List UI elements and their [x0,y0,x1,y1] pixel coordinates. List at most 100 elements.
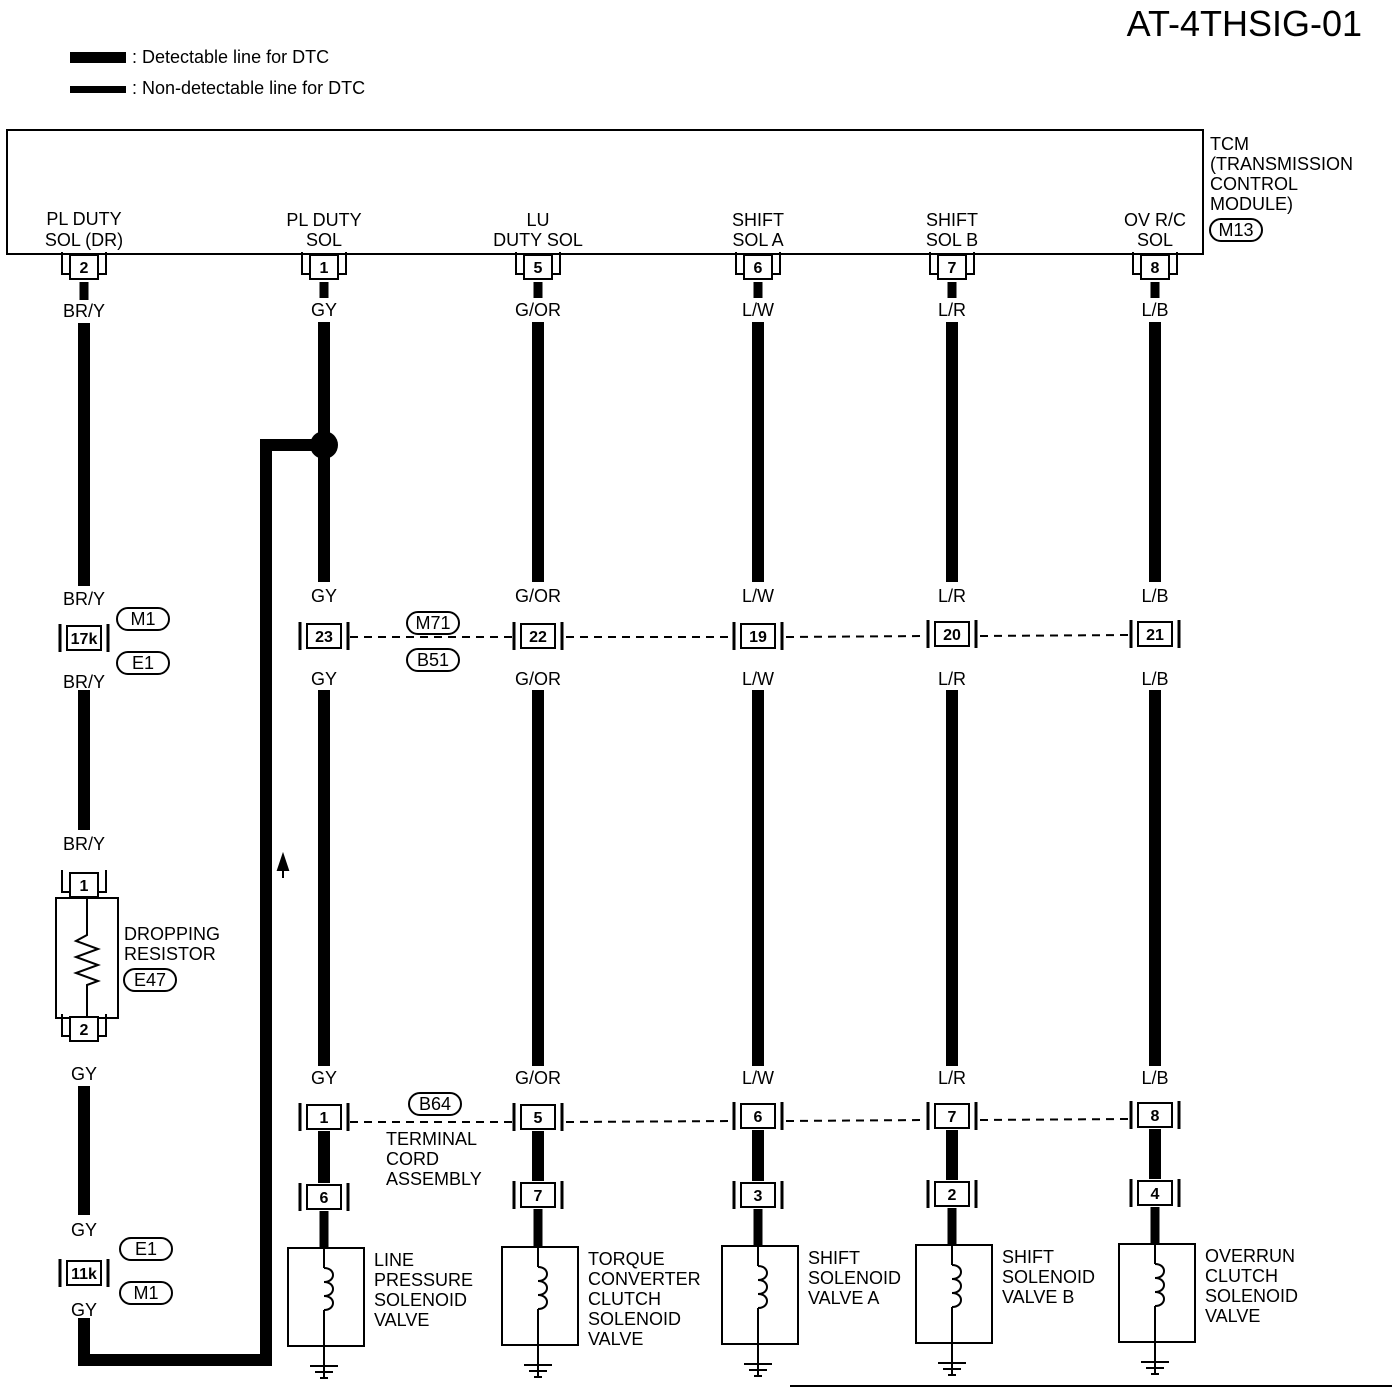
wire-color-label: L/B [1141,300,1168,320]
resistor-connector-tag-id: E47 [134,970,166,990]
solenoid-label-line: VALVE [588,1329,643,1349]
tcm-terminal [309,254,339,280]
solenoid-label-line: LINE [374,1250,414,1270]
wire-color-label: BR/Y [63,834,105,854]
resistor-terminal-number: 2 [80,1022,89,1039]
wire-color-label: BR/Y [63,672,105,692]
tcm-pin-label-line: DUTY SOL [493,230,583,250]
wire-color-label: BR/Y [63,301,105,321]
solenoid-label-line: SHIFT [1002,1247,1054,1267]
harness-connector-tag-id: M1 [130,609,155,629]
harness-terminal-number: 22 [529,629,547,646]
harness-terminal-number: 23 [315,629,333,646]
solenoid-label-line: VALVE A [808,1288,879,1308]
tcm-terminal-number: 7 [948,260,957,277]
solenoid-valve-coil-icon [323,1267,334,1311]
tcm-terminal-number: 1 [320,260,329,277]
resistor-label-line: RESISTOR [124,944,216,964]
harness-connector-tag [116,651,170,675]
harness-terminal-number: 20 [943,627,961,644]
tcm-pin-label-line: SHIFT [732,210,784,230]
terminal-cord-terminal [934,1103,970,1129]
solenoid-terminal-number: 3 [754,1188,763,1205]
tcm-label-line: (TRANSMISSION [1210,154,1353,174]
harness-terminal [1137,621,1173,647]
harness-terminal [66,625,102,651]
terminal-cord-label-line: CORD [386,1149,439,1169]
terminal-cord-terminal [740,1103,776,1129]
harness-connector-tag-id: M1 [133,1283,158,1303]
harness-link [979,1118,1130,1121]
solenoid-label-line: CLUTCH [588,1289,661,1309]
tcm-label-line: MODULE) [1210,194,1293,214]
harness-connector-tag [406,648,460,672]
terminal-cord-terminal [1137,1102,1173,1128]
solenoid-valve-coil-icon [1154,1263,1165,1307]
tcm-connector-oval [1209,218,1263,242]
tcm-terminal-number: 8 [1151,260,1160,277]
solenoid-label-line: SOLENOID [588,1309,681,1329]
tcm-pin-label-line: SOL (DR) [45,230,123,250]
tcm-terminal [69,254,99,280]
harness-connector-tag [116,607,170,631]
harness-terminal-number: 19 [749,629,767,646]
wire-color-label: GY [311,300,337,320]
legend-nondetectable-swatch [70,86,126,93]
wire-color-label: GY [71,1300,97,1320]
legend-nondetectable-label: : Non-detectable line for DTC [132,78,365,98]
solenoid-label-line: VALVE B [1002,1287,1074,1307]
solenoid-label-line: SOLENOID [1002,1267,1095,1287]
solenoid-terminal [740,1182,776,1208]
tcm-label: TCM (TRANSMISSION CONTROL MODULE) [1210,134,1353,214]
wire-color-label: GY [71,1064,97,1084]
solenoid-terminal [306,1184,342,1210]
wire-color-label: L/R [938,669,966,689]
wire-color-label: L/R [938,300,966,320]
wires-layer [78,282,1392,1387]
arrow-up-icon [276,851,290,878]
terminal-cord-label-line: ASSEMBLY [386,1169,482,1189]
wire-color-label: GY [311,669,337,689]
harness-connector-tag-id: B64 [419,1094,451,1114]
solenoid-label-line: CLUTCH [1205,1266,1278,1286]
terminal-cord-terminal [520,1104,556,1130]
solenoid-valve-coil-icon [537,1266,548,1310]
terminal-cord-terminal-number: 7 [948,1109,957,1126]
tcm-terminal [937,254,967,280]
harness-terminal [306,623,342,649]
tcm-terminal-number: 6 [754,260,763,277]
diagram-code: AT-4THSIG-01 [1127,3,1362,44]
tcm-pin-label-line: SOL [1137,230,1173,250]
harness-connector-tag [406,611,460,635]
tcm-pin-label-line: LU [526,210,549,230]
terminal-cord-label-line: TERMINAL [386,1129,477,1149]
wire-color-label: G/OR [515,1068,561,1088]
terminal-cord-terminal-number: 6 [754,1109,763,1126]
harness-terminal [66,1260,102,1286]
tcm-label-line: TCM [1210,134,1249,154]
wire-color-label: L/W [742,669,774,689]
harness-link [565,1120,733,1123]
harness-connector-tag-id: M71 [415,613,450,633]
wire-color-label: L/W [742,300,774,320]
solenoid-valve-coil-icon [757,1265,768,1309]
solenoid-label-line: SOLENOID [1205,1286,1298,1306]
wire-color-label: GY [71,1220,97,1240]
terminal-cord-terminal [306,1104,342,1130]
harness-link [979,634,1130,637]
resistor-terminal [69,1016,99,1042]
solenoid-label-line: PRESSURE [374,1270,473,1290]
wire-color-label: G/OR [515,300,561,320]
harness-connector-tag-id: B51 [417,650,449,670]
harness-terminal [520,623,556,649]
harness-connector-tag [119,1281,173,1305]
harness-connector-tag-id: E1 [135,1239,157,1259]
solenoid-label-line: SOLENOID [374,1290,467,1310]
wire-color-label: L/B [1141,669,1168,689]
wire-color-label: L/R [938,586,966,606]
harness-terminal-number: 11k [71,1266,97,1283]
tcm-pin-label-line: PL DUTY [46,209,121,229]
wire-color-label: L/B [1141,1068,1168,1088]
tcm-box [6,129,1204,255]
